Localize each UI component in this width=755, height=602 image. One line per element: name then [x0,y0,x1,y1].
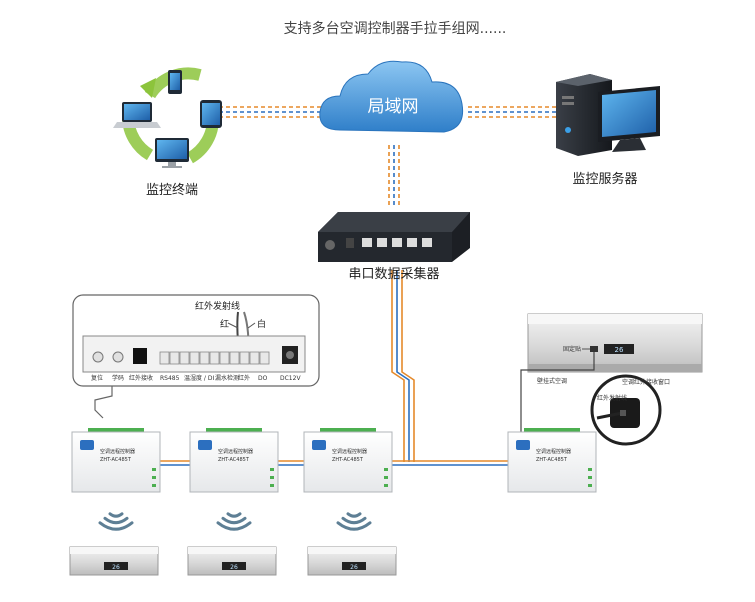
serial-collector: 串口数据采集器 [318,212,470,282]
brand-logo-icon [516,440,530,450]
serial-collector-label: 串口数据采集器 [348,266,439,282]
status-led-icon [588,484,592,487]
controllers: 空调远程控制器ZHT-AC485T空调远程控制器ZHT-AC485T空调远程控制… [71,428,597,493]
learn-button-icon [112,351,124,363]
monitor-server: 监控服务器 [556,74,660,187]
controller-name: 空调远程控制器 [100,448,135,455]
label-reset: 复位 [91,374,103,382]
indoor-display [104,562,128,570]
controller-name: 空调远程控制器 [536,448,571,455]
status-led-icon [270,468,274,471]
status-led-icon [588,468,592,471]
controller-name: 空调远程控制器 [218,448,253,455]
status-led-icon [152,468,156,471]
indoor-display-text: 26 [350,564,358,571]
indoor-display-text: 26 [230,564,238,571]
laptop-icon [113,102,161,128]
controller-model: ZHT-AC485T [536,457,568,463]
status-led-icon [384,476,388,479]
ac-controller: 空调远程控制器 ZHT-AC485T [189,428,279,493]
network-links [212,106,560,205]
terminal-block [159,351,270,365]
tablet-icon [200,100,222,128]
indoor-units: 26 26 26 [69,512,397,576]
status-led-icon [270,484,274,487]
indoor-ac-unit: 26 [307,546,397,576]
label-leak: 漏水检测 [215,374,239,382]
wireless-signal-icon [216,512,252,531]
indoor-display [342,562,366,570]
diagram-title: 支持多台空调控制器手拉手组网...... [284,20,507,37]
status-led-icon [384,468,388,471]
ac-display-text: 26 [615,346,624,354]
monitor-server-label: 监控服务器 [572,171,637,187]
label-rs485: RS485 [160,375,180,382]
label-learn: 学码 [112,374,124,382]
wire-red-label: 红 [220,318,229,330]
indoor-display [222,562,246,570]
controller-model: ZHT-AC485T [218,457,250,463]
controller-model: ZHT-AC485T [100,457,132,463]
controller-name: 空调远程控制器 [332,448,367,455]
wireless-signal-icon [336,512,372,531]
label-ir-window: 空调红外接收窗口 [622,378,670,386]
lan-cloud-label: 局域网 [368,97,419,117]
wireless-signal-icon [98,512,134,531]
ir-line-title: 红外发射线 [195,300,240,312]
indoor-ac-unit: 26 [69,546,159,576]
wall-ac-callout: 26 固定贴 壁挂式空调 空调红外接收窗口 红外发射线 [520,313,703,446]
label-ir-recv: 红外接收 [129,374,153,382]
ethernet-ports [362,238,432,247]
indoor-ac-unit: 26 [187,546,277,576]
label-ir-emitter: 红外发射线 [597,394,627,402]
brand-logo-icon [80,440,94,450]
status-led-icon [384,484,388,487]
label-fix: 固定贴 [563,345,581,353]
antenna-port-icon [325,240,335,250]
controller-model: ZHT-AC485T [332,457,364,463]
label-wall-ac: 壁挂式空调 [537,377,567,385]
indoor-display-text: 26 [112,564,120,571]
status-led-icon [152,484,156,487]
ir-receiver-icon [133,348,147,364]
label-dc12v: DC12V [280,375,301,382]
status-led-icon [152,476,156,479]
ac-controller: 空调远程控制器 ZHT-AC485T [303,428,393,493]
label-ir: 红外 [238,374,250,382]
label-temp-di: 温湿度 / DI [184,374,214,382]
status-led-icon [270,476,274,479]
bus-links [160,270,510,466]
monitor-icon [155,138,189,168]
label-do: DO [258,375,268,382]
smartphone-icon [168,70,182,94]
arrow-icon [140,78,156,98]
brand-logo-icon [312,440,326,450]
ac-display [604,344,634,354]
monitor-terminal: 监控终端 [113,67,222,198]
monitor-terminal-label: 监控终端 [146,182,198,198]
ir-panel-callout: 红外发射线 红 白 复位 学码 红外接收 RS485 温湿度 / DI 漏水检测… [72,294,320,419]
wire-white-label: 白 [257,318,266,330]
server-monitor-icon [598,86,660,152]
ac-controller: 空调远程控制器 ZHT-AC485T [71,428,161,493]
status-led-icon [588,476,592,479]
lan-cloud: 局域网 [319,60,464,133]
reset-button-icon [92,351,104,363]
brand-logo-icon [198,440,212,450]
ac-controller: 空调远程控制器 ZHT-AC485T [507,428,597,493]
